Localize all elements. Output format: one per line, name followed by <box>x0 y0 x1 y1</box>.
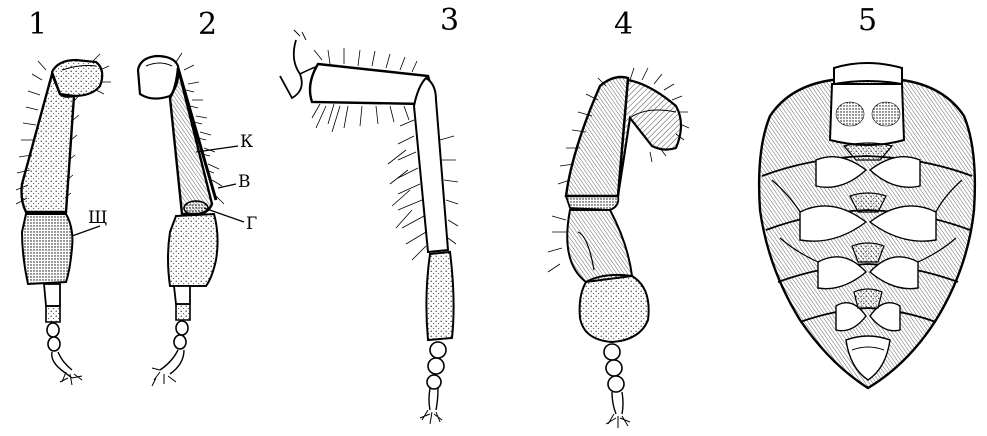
figure-number-4: 4 <box>614 10 633 40</box>
abdomen-figure-5 <box>759 63 975 388</box>
femur-2 <box>170 68 212 214</box>
leg-figure-2 <box>138 53 244 386</box>
leader-v <box>218 184 236 188</box>
callout-g: Г <box>246 216 257 233</box>
basitarsus-3 <box>426 252 453 340</box>
figure-number-5: 5 <box>858 6 877 36</box>
tibia-2 <box>168 214 218 286</box>
figure-number-2: 2 <box>198 10 217 40</box>
leg-figure-3 <box>280 30 458 424</box>
femur-3 <box>310 64 430 104</box>
basitarsus-4 <box>580 275 649 342</box>
figure-number-1: 1 <box>28 10 47 40</box>
callout-shch: Щ <box>88 210 107 227</box>
tibia-4 <box>618 80 681 196</box>
figure-number-3: 3 <box>440 6 459 36</box>
callout-v: В <box>238 174 251 191</box>
tibia-3 <box>414 78 448 252</box>
leg-figure-4 <box>548 68 689 428</box>
petiole <box>834 63 902 84</box>
tibia-1 <box>22 214 72 284</box>
callout-k: К <box>240 134 253 151</box>
tibia-lower-4 <box>567 210 632 282</box>
